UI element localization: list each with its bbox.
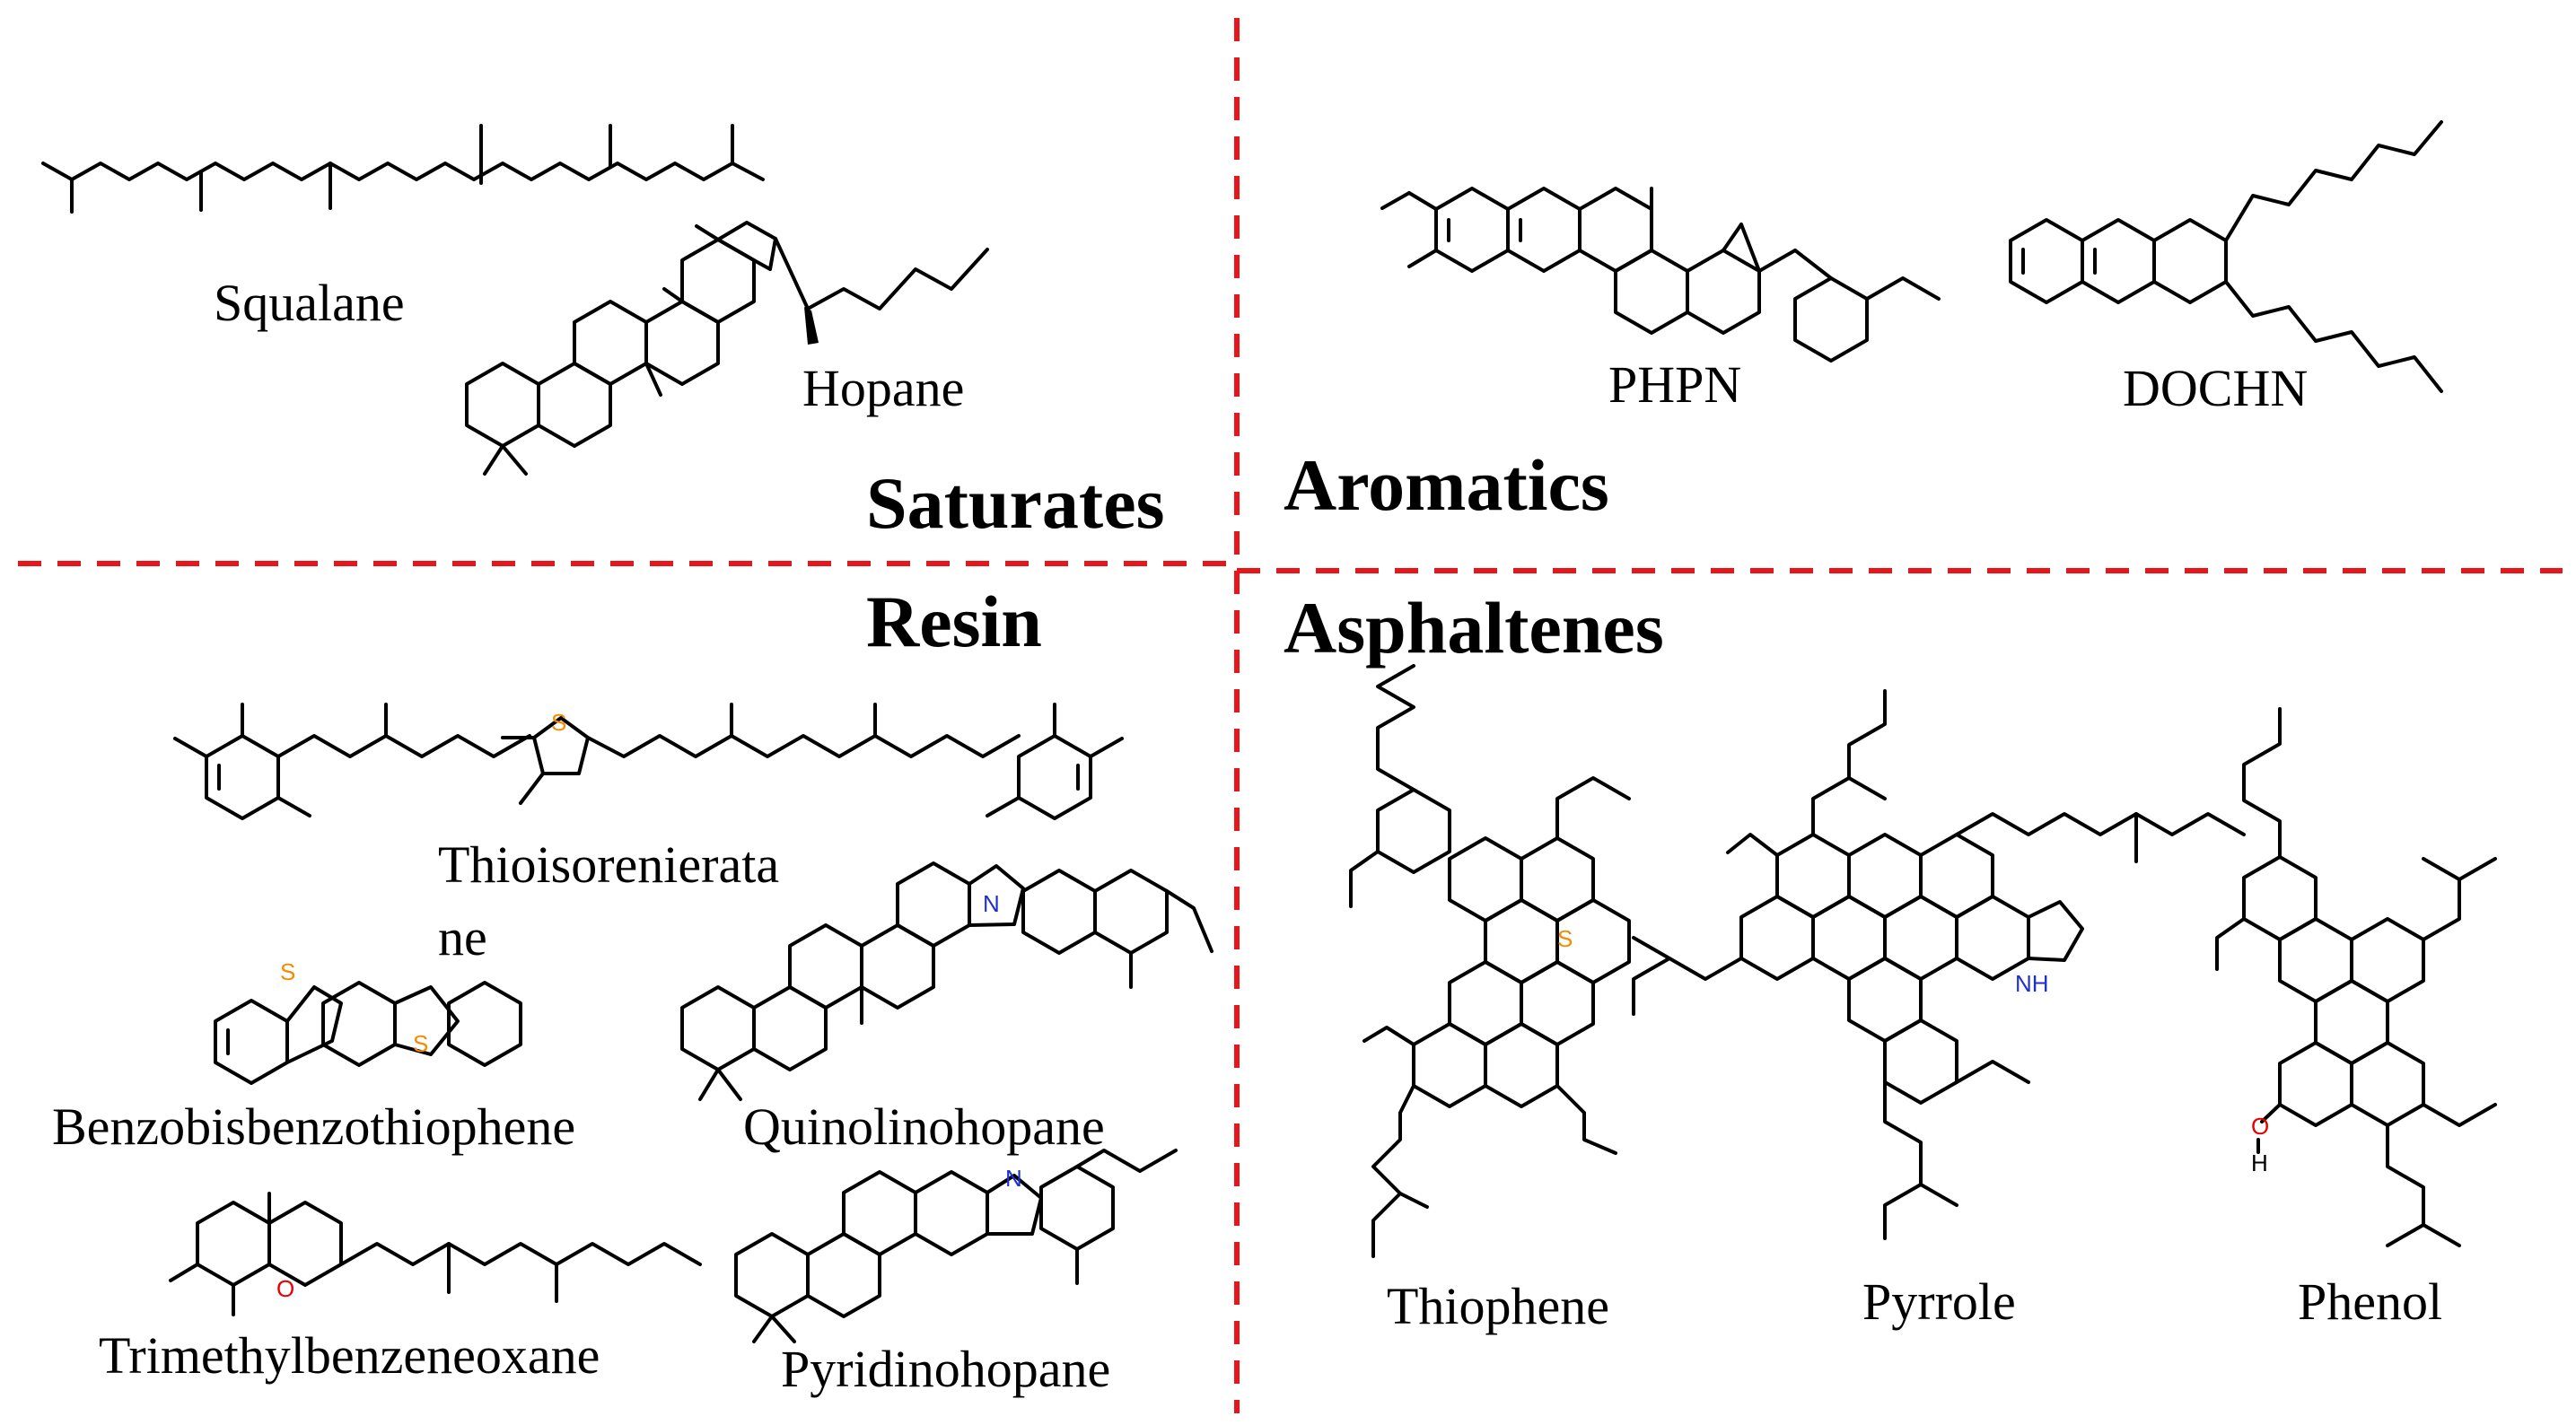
- pyrrole-asphaltene-structure: [1632, 689, 2246, 1240]
- thioisorenieratane-structure: [173, 703, 1124, 820]
- thioisorenieratane-label-line1: Thioisorenierata: [438, 835, 779, 894]
- dochn-label: DOCHN: [2123, 359, 2308, 417]
- benzobisbenzothiophene-sulfur-2: S: [413, 1030, 428, 1057]
- thioisorenieratane-sulfur: S: [551, 709, 566, 736]
- pyrrole-nitrogen: NH: [2015, 970, 2049, 997]
- pyridinohopane-structure: [734, 1149, 1178, 1343]
- pyrrole-label: Pyrrole: [1862, 1272, 2016, 1331]
- thiophene-sulfur: S: [1557, 925, 1573, 952]
- resin-quadrant: Resin S Thioisorenierata ne: [52, 581, 1214, 1398]
- quinolinohopane-structure: [680, 861, 1214, 1101]
- asphaltenes-quadrant: Asphaltenes S Thiophene: [1284, 587, 2497, 1335]
- benzobisbenzothiophene-structure: [214, 981, 522, 1085]
- squalane-structure: [41, 124, 765, 214]
- quadrant-dividers: [18, 18, 2563, 1413]
- pyridinohopane-nitrogen: N: [1005, 1165, 1022, 1192]
- thioisorenieratane-label-line2: ne: [438, 908, 487, 966]
- asphaltenes-heading: Asphaltenes: [1284, 587, 1664, 669]
- aromatics-heading: Aromatics: [1284, 444, 1609, 526]
- phpn-label: PHPN: [1608, 355, 1741, 414]
- trimethylbenzeneoxane-label: Trimethylbenzeneoxane: [99, 1326, 600, 1385]
- phenol-label: Phenol: [2298, 1272, 2442, 1331]
- squalane-label: Squalane: [214, 274, 405, 332]
- phenol-hydrogen: H: [2251, 1150, 2268, 1176]
- benzobisbenzothiophene-sulfur-1: S: [280, 958, 295, 985]
- quinolinohopane-label: Quinolinohopane: [743, 1097, 1105, 1156]
- thiophene-label: Thiophene: [1387, 1277, 1609, 1335]
- trimethylbenzeneoxane-structure: [169, 1192, 702, 1316]
- resin-heading: Resin: [866, 581, 1042, 662]
- trimethylbenzeneoxane-oxygen: O: [276, 1275, 294, 1302]
- dochn-structure: [2009, 120, 2443, 393]
- quinolinohopane-nitrogen: N: [983, 890, 1000, 917]
- saturates-heading: Saturates: [866, 462, 1165, 544]
- phpn-structure: [1380, 187, 1941, 363]
- hopane-structure: [465, 221, 989, 476]
- phenol-oxygen: O: [2251, 1113, 2269, 1140]
- pyridinohopane-label: Pyridinohopane: [781, 1340, 1110, 1398]
- thiophene-asphaltene-structure: [1349, 664, 1631, 1258]
- benzobisbenzothiophene-label: Benzobisbenzothiophene: [52, 1097, 575, 1156]
- phenol-asphaltene-structure: [2215, 707, 2497, 1247]
- aromatics-quadrant: PHPN DOCHN Aromatics: [1284, 120, 2443, 526]
- hopane-label: Hopane: [802, 359, 964, 417]
- saturates-quadrant: Squalane Hopane Saturates: [41, 124, 1165, 544]
